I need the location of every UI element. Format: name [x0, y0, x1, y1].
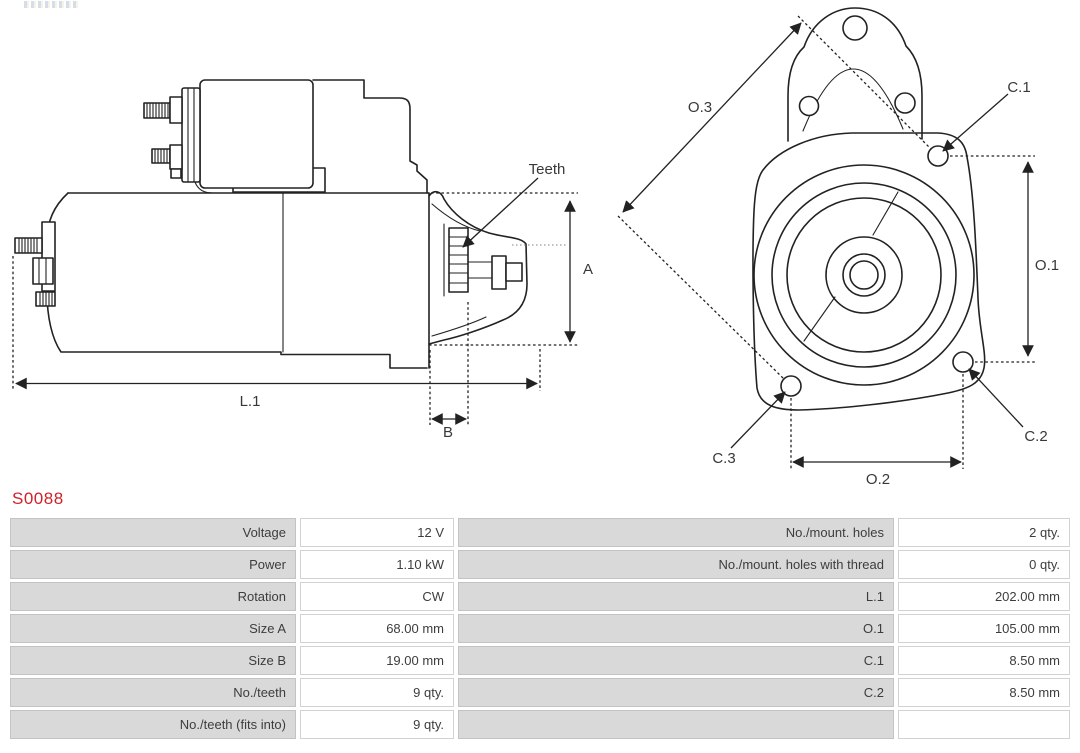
spec-value-cell: 19.00 mm [300, 646, 454, 675]
dim-label-o2: O.2 [866, 471, 890, 488]
top-bracket [787, 7, 923, 142]
spec-label-cell: C.2 [458, 678, 894, 707]
pinion-gear [443, 223, 523, 297]
spec-label-cell: Voltage [10, 518, 296, 547]
part-number: S0088 [12, 489, 64, 508]
spec-label-cell: L.1 [458, 582, 894, 611]
spec-value-cell: 8.50 mm [898, 646, 1070, 675]
side-view-drawing: Teeth A L.1 B [12, 79, 593, 441]
brand-watermark [24, 1, 78, 8]
spec-label-cell: No./teeth [10, 678, 296, 707]
dim-label-b: B [443, 424, 453, 441]
dim-label-o3: O.3 [688, 99, 712, 116]
spec-value-cell: 9 qty. [300, 710, 454, 739]
spec-label-cell: Rotation [10, 582, 296, 611]
spec-value-cell: 68.00 mm [300, 614, 454, 643]
spec-value-cell: 2 qty. [898, 518, 1070, 547]
dim-label-o1: O.1 [1035, 257, 1059, 274]
spec-label-cell: No./teeth (fits into) [10, 710, 296, 739]
spec-label-cell: O.1 [458, 614, 894, 643]
drive-end-bell [428, 190, 528, 345]
spec-label-cell: C.1 [458, 646, 894, 675]
front-view-drawing: O.3 C.1 O.1 C.2 C.3 O.2 [617, 7, 1059, 488]
dim-label-c2: C.2 [1024, 428, 1047, 445]
spec-value-cell: 12 V [300, 518, 454, 547]
spec-table: Voltage 12 V No./mount. holes 2 qty. Pow… [10, 518, 1070, 739]
spec-label-cell [458, 710, 894, 739]
side-view-dimensions: Teeth A L.1 B [12, 161, 593, 441]
solenoid [143, 79, 326, 194]
mounting-flange [752, 132, 986, 411]
mounting-hole-c3 [780, 375, 802, 397]
spec-label-cell: No./mount. holes with thread [458, 550, 894, 579]
dim-label-c3: C.3 [712, 450, 735, 467]
spec-value-cell: 105.00 mm [898, 614, 1070, 643]
technical-drawings: Teeth A L.1 B [12, 7, 1059, 488]
mounting-hole-c2 [952, 351, 974, 373]
spec-label-cell: Size A [10, 614, 296, 643]
spec-value-cell: 202.00 mm [898, 582, 1070, 611]
front-view-dimensions: O.3 C.1 O.1 C.2 C.3 O.2 [617, 15, 1059, 488]
spec-value-cell [898, 710, 1070, 739]
spec-value-cell: CW [300, 582, 454, 611]
teeth-label: Teeth [529, 161, 566, 178]
spec-label-cell: Power [10, 550, 296, 579]
dim-label-a: A [583, 261, 593, 278]
spec-label-cell: No./mount. holes [458, 518, 894, 547]
rear-terminal-studs [14, 221, 56, 307]
dim-label-l1: L.1 [240, 393, 261, 410]
spec-value-cell: 9 qty. [300, 678, 454, 707]
spec-value-cell: 0 qty. [898, 550, 1070, 579]
dim-label-c1: C.1 [1007, 79, 1030, 96]
drive-housing-profile [312, 79, 428, 194]
housing-circles [753, 164, 975, 386]
spec-label-cell: Size B [10, 646, 296, 675]
spec-value-cell: 1.10 kW [300, 550, 454, 579]
spec-value-cell: 8.50 mm [898, 678, 1070, 707]
